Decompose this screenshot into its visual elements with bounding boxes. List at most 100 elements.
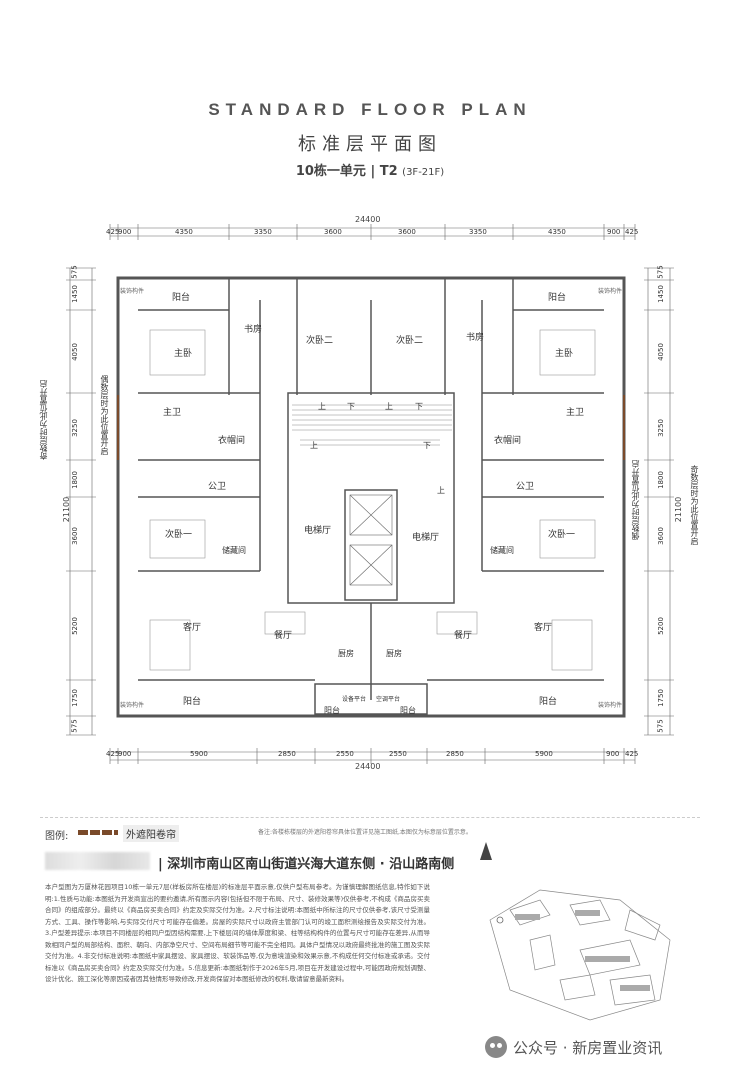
dim-left-7: 5200 xyxy=(70,617,79,635)
dim-top-7: 3350 xyxy=(469,228,487,236)
room-balcony-top-left: 阳台 xyxy=(172,293,191,303)
label-decor-component-tr: 装饰构件 xyxy=(598,288,623,295)
room-cloakroom-left: 衣帽间 xyxy=(218,436,246,446)
room-kitchen-left: 厨房 xyxy=(338,649,354,658)
dim-left-6: 3600 xyxy=(70,527,79,545)
title-chinese: 标准层平面图 xyxy=(298,134,442,155)
separator: | xyxy=(370,164,376,179)
label-decor-component-bl: 装饰构件 xyxy=(120,702,145,709)
dim-top-8: 4350 xyxy=(548,228,566,236)
dim-bottom-9: 900 xyxy=(606,750,620,758)
dim-left-4: 3250 xyxy=(70,419,79,437)
unit-type: T2 xyxy=(379,164,398,179)
dim-right-6: 3600 xyxy=(656,527,665,545)
dim-total-top: 24400 xyxy=(355,215,381,224)
room-elevator-hall-left: 电梯厅 xyxy=(304,526,332,536)
dim-left-9: 575 xyxy=(70,719,79,733)
label-ac-platform: 空调平台 xyxy=(376,696,401,703)
dim-bottom-7: 2850 xyxy=(446,750,464,758)
stair-up-right: 上 xyxy=(385,402,393,411)
stair-up-core: 上 xyxy=(437,486,445,495)
room-second-bedroom-1-right: 次卧一 xyxy=(548,530,576,540)
dim-top-4: 3350 xyxy=(254,228,272,236)
dim-right-9: 575 xyxy=(656,719,665,733)
north-arrow xyxy=(480,842,492,860)
room-storage-right: 储藏间 xyxy=(490,546,514,555)
disclaimer-text: 本户型图为万厦林花园项目10栋一单元7层(样板房所在楼层)的标准层平面示意,仅供… xyxy=(45,883,430,983)
legend-label: 图例: xyxy=(45,831,69,842)
label-decor-component-br: 装饰构件 xyxy=(598,702,623,709)
dim-right-5: 1800 xyxy=(656,471,665,489)
room-balcony-core-right: 阳台 xyxy=(400,706,416,715)
building-subtitle: 10栋一单元 | T2 (3F-21F) xyxy=(0,160,740,179)
project-address: | 深圳市南山区南山街道兴海大道东侧 · 沿山路南侧 xyxy=(158,857,455,872)
stair-down-left: 下 xyxy=(347,402,355,411)
dim-right-1: 575 xyxy=(656,265,665,279)
dim-bottom-4: 2850 xyxy=(278,750,296,758)
dim-right-2: 1450 xyxy=(656,285,665,303)
room-balcony-top-right: 阳台 xyxy=(548,293,567,303)
legend-shutter-swatch xyxy=(78,830,118,835)
dim-left-8: 1750 xyxy=(70,689,79,707)
room-dining-left: 餐厅 xyxy=(274,631,293,641)
dim-right-3: 4050 xyxy=(656,343,665,361)
room-public-bath-right: 公卫 xyxy=(516,482,535,492)
note-left-even-floor: 偶数层时为此位置开启 xyxy=(100,375,109,455)
dim-left-1: 575 xyxy=(70,265,79,279)
dim-total-bottom: 24400 xyxy=(355,762,381,771)
dim-bottom-10: 425 xyxy=(625,750,639,758)
dim-left-2: 1450 xyxy=(70,285,79,303)
note-right-odd-floor: 奇数层时为此位置开启 xyxy=(690,465,699,545)
room-study-left: 书房 xyxy=(244,325,263,335)
room-public-bath-left: 公卫 xyxy=(208,482,227,492)
dim-top-6: 3600 xyxy=(398,228,416,236)
room-dining-right: 餐厅 xyxy=(454,631,473,641)
dim-top-10: 425 xyxy=(625,228,639,236)
dim-bottom-8: 5900 xyxy=(535,750,553,758)
legend-note: 备注:各楼栋楼层的外遮阳卷帘具体位置详见施工图纸,本图仅为标意层位置示意。 xyxy=(258,829,472,836)
note-left-odd-floor: 奇数层时为此位置开启 xyxy=(39,380,48,460)
dim-left-5: 1800 xyxy=(70,471,79,489)
stair-up-left: 上 xyxy=(318,402,326,411)
watermark-text: 公众号 · 新房置业资讯 xyxy=(513,1038,663,1057)
dim-right-8: 1750 xyxy=(656,689,665,707)
dim-bottom-3: 5900 xyxy=(190,750,208,758)
room-master-bedroom-left: 主卧 xyxy=(174,349,193,359)
dim-top-9: 900 xyxy=(607,228,621,236)
stair-down-lower-right: 下 xyxy=(423,441,431,450)
room-master-bedroom-right: 主卧 xyxy=(555,349,574,359)
room-second-bedroom-2-left: 次卧二 xyxy=(306,336,334,346)
dim-right-4: 3250 xyxy=(656,419,665,437)
dim-top-1: 425 xyxy=(106,228,120,236)
room-kitchen-right: 厨房 xyxy=(386,649,402,658)
floor-range: (3F-21F) xyxy=(402,167,445,178)
room-second-bedroom-1-left: 次卧一 xyxy=(165,530,193,540)
room-balcony-core-left: 阳台 xyxy=(324,706,340,715)
room-balcony-bottom-left: 阳台 xyxy=(183,697,202,707)
room-cloakroom-right: 衣帽间 xyxy=(494,436,522,446)
divider xyxy=(40,817,700,818)
room-master-bath-left: 主卫 xyxy=(163,408,182,418)
dim-right-7: 5200 xyxy=(656,617,665,635)
dim-bottom-6: 2550 xyxy=(389,750,407,758)
room-elevator-hall-right: 电梯厅 xyxy=(412,533,440,543)
wechat-icon xyxy=(485,1036,507,1058)
room-storage-left: 储藏间 xyxy=(222,546,246,555)
dim-bottom-2: 900 xyxy=(118,750,132,758)
dim-total-right: 21100 xyxy=(674,496,684,523)
dim-top-5: 3600 xyxy=(324,228,342,236)
room-second-bedroom-2-right: 次卧二 xyxy=(396,336,424,346)
room-study-right: 书房 xyxy=(466,333,485,343)
dim-top-2: 900 xyxy=(118,228,132,236)
room-living-left: 客厅 xyxy=(183,623,202,633)
note-right-even-floor: 偶数层时为此位置开启 xyxy=(631,460,640,540)
title-english: STANDARD FLOOR PLAN xyxy=(208,100,532,119)
room-master-bath-right: 主卫 xyxy=(566,408,585,418)
label-decor-component-tl: 装饰构件 xyxy=(120,288,145,295)
site-map xyxy=(489,889,671,1021)
redacted-project-name xyxy=(45,852,150,870)
dim-bottom-1: 425 xyxy=(106,750,120,758)
stair-down-right: 下 xyxy=(415,402,423,411)
dim-top-3: 4350 xyxy=(175,228,193,236)
floor-plan-drawing xyxy=(66,224,674,764)
